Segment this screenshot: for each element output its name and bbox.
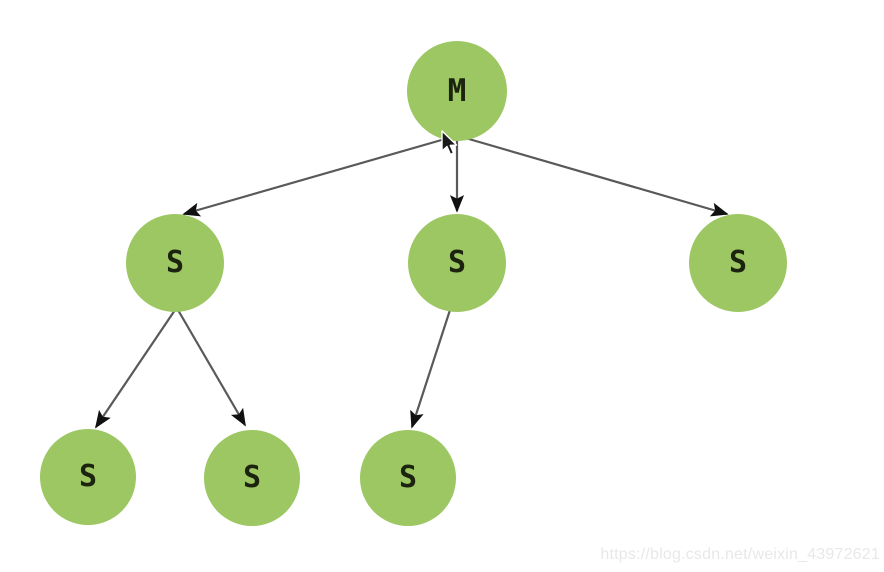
tree-node-s-right[interactable]: S — [689, 214, 787, 312]
tree-node-s-middle[interactable]: S — [408, 214, 506, 312]
edge-s-middle-to-child1 — [410, 309, 452, 429]
edge-s-left-to-child2 — [177, 309, 246, 427]
tree-node-s-left-child2[interactable]: S — [204, 430, 300, 526]
edge-group — [95, 135, 729, 429]
tree-node-label: S — [78, 459, 98, 494]
tree-node-label: S — [165, 245, 185, 280]
watermark-text: https://blog.csdn.net/weixin_43972621 — [600, 546, 880, 563]
tree-node-s-mid-child1[interactable]: S — [360, 430, 456, 526]
tree-node-s-left[interactable]: S — [126, 214, 224, 312]
tree-node-label: S — [242, 460, 262, 495]
tree-node-label: S — [398, 460, 418, 495]
tree-node-s-left-child1[interactable]: S — [40, 429, 136, 525]
edge-m-to-s-right — [461, 135, 729, 217]
tree-node-label: S — [447, 245, 467, 280]
tree-node-m-root[interactable]: M — [407, 41, 507, 141]
edge-s-left-to-child1 — [95, 309, 176, 429]
tree-node-label: M — [447, 72, 467, 109]
edge-m-to-s-left — [182, 135, 453, 217]
tree-node-label: S — [728, 245, 748, 280]
